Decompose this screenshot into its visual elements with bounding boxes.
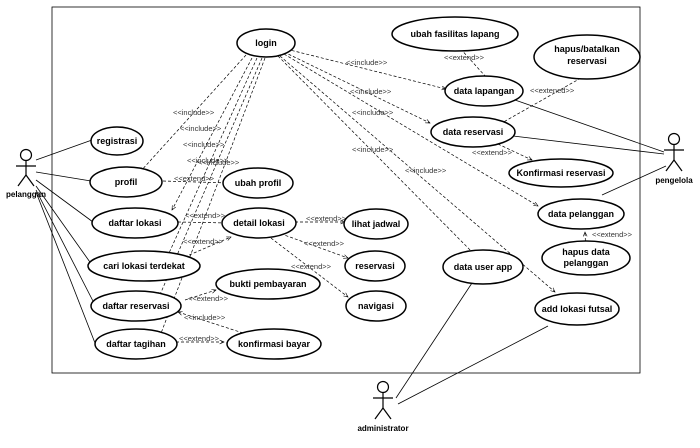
- svg-text:detail lokasi: detail lokasi: [233, 218, 285, 228]
- svg-text:reservasi: reservasi: [355, 261, 395, 271]
- use-case-bukti-pembayaran[interactable]: bukti pembayaran: [215, 268, 321, 300]
- stereo-extend: <<extend>>: [183, 237, 224, 246]
- svg-text:pelanggan: pelanggan: [563, 258, 608, 268]
- svg-text:reservasi: reservasi: [567, 56, 607, 66]
- svg-text:ubah fasilitas lapang: ubah fasilitas lapang: [410, 29, 499, 39]
- use-case-data-pelanggan[interactable]: data pelanggan: [537, 198, 625, 230]
- svg-text:data reservasi: data reservasi: [443, 127, 504, 137]
- use-case-lihat-jadwal[interactable]: lihat jadwal: [343, 208, 409, 240]
- stereo-extend: <<extend>>: [304, 239, 345, 248]
- use-case-profil[interactable]: profil: [89, 166, 163, 198]
- use-case-registrasi[interactable]: registrasi: [90, 126, 144, 156]
- stereo-extend: <<extend>>: [188, 294, 229, 303]
- svg-text:hapus data: hapus data: [562, 247, 611, 257]
- system-boundary: [51, 6, 641, 374]
- use-case-cari-lokasi-terdekat[interactable]: cari lokasi terdekat: [87, 250, 201, 282]
- svg-text:lihat jadwal: lihat jadwal: [352, 219, 401, 229]
- use-case-daftar-tagihan[interactable]: daftar tagihan: [94, 328, 178, 360]
- use-case-ubah-fasilitas-lapang[interactable]: ubah fasilitas lapang: [391, 16, 519, 52]
- actor-pengelola[interactable]: pengelola: [655, 132, 693, 186]
- svg-text:Konfirmasi reservasi: Konfirmasi reservasi: [516, 168, 605, 178]
- stereo-extend: <<extend>>: [185, 211, 226, 220]
- use-case-navigasi[interactable]: navigasi: [345, 290, 407, 322]
- stereo-extend: <<extend>>: [306, 214, 347, 223]
- use-case-data-reservasi[interactable]: data reservasi: [430, 116, 516, 148]
- svg-text:daftar reservasi: daftar reservasi: [102, 301, 169, 311]
- stereo-include: <<include>>: [405, 166, 447, 175]
- svg-text:cari lokasi terdekat: cari lokasi terdekat: [103, 261, 185, 271]
- stereo-include: <<include>>: [198, 158, 240, 167]
- stereo-extend: <<extend>>: [174, 174, 215, 183]
- stereo-extend: <<extend>>: [472, 148, 513, 157]
- actor-pelanggan[interactable]: pelanggan: [6, 148, 46, 200]
- use-case-data-lapangan[interactable]: data lapangan: [444, 75, 524, 107]
- stereo-extend: <<extend>>: [179, 334, 220, 343]
- use-case-data-user-app[interactable]: data user app: [442, 249, 524, 285]
- association-lines: [35, 99, 667, 405]
- stereo-extend: <<extend>>: [592, 230, 633, 239]
- svg-text:data lapangan: data lapangan: [454, 86, 515, 96]
- svg-text:ubah profil: ubah profil: [235, 178, 282, 188]
- svg-text:add lokasi futsal: add lokasi futsal: [542, 304, 613, 314]
- stereo-include: <<include>>: [350, 87, 392, 96]
- use-case-hapus-data-pelanggan[interactable]: hapus data pelanggan: [541, 240, 631, 276]
- use-case-konfirmasi-bayar[interactable]: konfirmasi bayar: [226, 328, 322, 360]
- stereo-include: <<include>>: [346, 58, 388, 67]
- svg-text:daftar lokasi: daftar lokasi: [108, 218, 161, 228]
- stereo-extend: <<extend>>: [291, 262, 332, 271]
- use-case-add-lokasi-futsal[interactable]: add lokasi futsal: [534, 292, 620, 326]
- use-case-reservasi[interactable]: reservasi: [344, 250, 406, 282]
- svg-text:profil: profil: [115, 177, 138, 187]
- svg-text:data pelanggan: data pelanggan: [548, 209, 614, 219]
- stereo-include: <<include>>: [352, 145, 394, 154]
- svg-text:bukti pembayaran: bukti pembayaran: [229, 279, 306, 289]
- stereo-include: <<include>>: [184, 313, 226, 322]
- svg-text:pengelola: pengelola: [655, 176, 693, 185]
- stereo-include: <<include>>: [180, 124, 222, 133]
- stereo-include: <<include>>: [183, 140, 225, 149]
- svg-text:pelanggan: pelanggan: [6, 190, 46, 199]
- stereo-include: <<include>>: [173, 108, 215, 117]
- svg-text:daftar tagihan: daftar tagihan: [106, 339, 166, 349]
- svg-text:login: login: [255, 38, 277, 48]
- svg-text:konfirmasi bayar: konfirmasi bayar: [238, 339, 311, 349]
- stereo-include: <<include>>: [187, 156, 229, 165]
- use-case-konfirmasi-reservasi[interactable]: Konfirmasi reservasi: [508, 158, 614, 188]
- stereo-extend: <<extend>>: [444, 53, 485, 62]
- stereotype-labels: <<include>> <<include>> <<include>> <<in…: [173, 53, 633, 343]
- actor-administrator[interactable]: administrator: [357, 380, 409, 434]
- stereo-extend-alt: <<extened>>: [530, 86, 575, 95]
- svg-text:navigasi: navigasi: [358, 301, 394, 311]
- svg-text:administrator: administrator: [357, 424, 408, 433]
- svg-text:data user app: data user app: [454, 262, 513, 272]
- use-case-daftar-reservasi[interactable]: daftar reservasi: [90, 290, 182, 322]
- svg-text:registrasi: registrasi: [97, 136, 138, 146]
- stereo-include: <<include>>: [352, 108, 394, 117]
- use-case-daftar-lokasi[interactable]: daftar lokasi: [91, 207, 179, 239]
- svg-text:hapus/batalkan: hapus/batalkan: [554, 44, 620, 54]
- use-case-detail-lokasi[interactable]: detail lokasi: [221, 207, 297, 239]
- use-case-ubah-profil[interactable]: ubah profil: [222, 167, 294, 199]
- use-case-login[interactable]: login: [236, 28, 296, 58]
- use-case-hapus-batalkan-reservasi[interactable]: hapus/batalkan reservasi: [533, 34, 641, 80]
